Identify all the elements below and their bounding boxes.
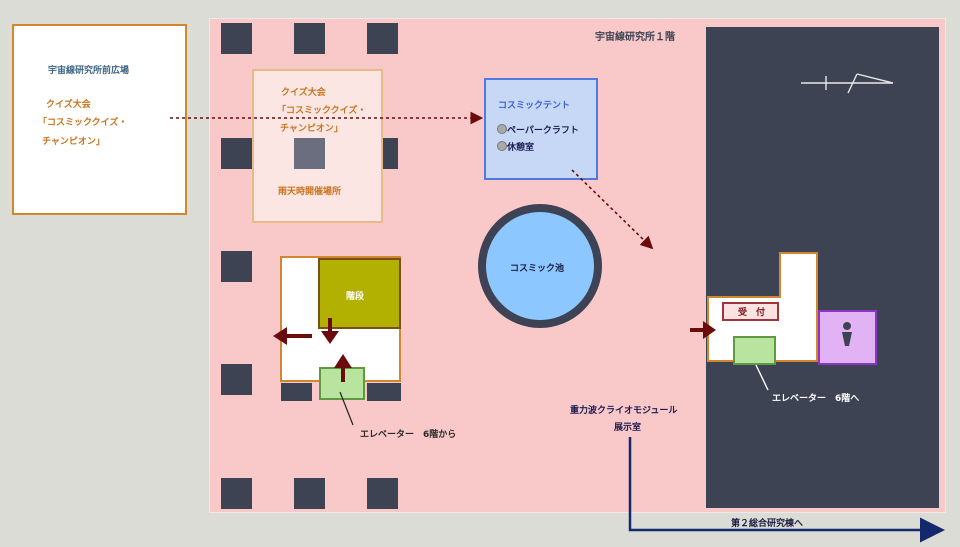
quiz-line3: チャンピオン」 bbox=[280, 124, 343, 134]
exhibit-line1: 重力波クライオモジュール bbox=[570, 406, 678, 416]
leader-line-right bbox=[755, 364, 769, 391]
bullet-icon bbox=[497, 141, 507, 151]
plaza-event-line1: クイズ大会 bbox=[46, 100, 91, 110]
pillar bbox=[367, 23, 398, 54]
arrow-down-icon bbox=[321, 318, 339, 344]
tent-item-rest: 休憩室 bbox=[507, 143, 535, 153]
pillar bbox=[367, 383, 401, 401]
pillar bbox=[221, 364, 252, 395]
pond-label: コスミック池 bbox=[510, 264, 565, 274]
leader-line-left bbox=[339, 391, 354, 426]
tent-item-papercraft: ペーパークラフト bbox=[507, 126, 579, 136]
restroom-icon bbox=[842, 322, 852, 346]
reception-desk bbox=[722, 302, 779, 321]
quiz-line2: 「コスミッククイズ・ bbox=[277, 106, 367, 116]
pillar bbox=[367, 478, 398, 509]
pillar bbox=[221, 23, 252, 54]
elevator-right bbox=[733, 336, 776, 365]
restricted-zone bbox=[706, 27, 939, 508]
elevator-right-label: エレベーター 6階へ bbox=[772, 394, 860, 404]
arrow-right-icon bbox=[690, 321, 716, 339]
floor-label: 宇宙線研究所１階 bbox=[595, 32, 675, 43]
exit-label: 第２総合研究棟へ bbox=[731, 519, 804, 529]
rain-venue-note: 雨天時開催場所 bbox=[278, 187, 342, 197]
path-tent-to-floor bbox=[571, 169, 654, 250]
pillar bbox=[221, 138, 252, 169]
pillar bbox=[221, 478, 252, 509]
plaza-event-line3: チャンピオン」 bbox=[42, 137, 105, 147]
elevator-left-label: エレベーター 6階から bbox=[360, 430, 457, 440]
reception-label: 受 付 bbox=[738, 308, 766, 318]
stairs-label: 階段 bbox=[346, 292, 365, 302]
tower-floor bbox=[781, 254, 816, 314]
bullet-icon bbox=[497, 124, 507, 134]
arrow-up-icon bbox=[334, 354, 352, 382]
pillar bbox=[294, 138, 325, 169]
quiz-line1: クイズ大会 bbox=[281, 88, 326, 98]
pillar bbox=[294, 23, 325, 54]
pillar bbox=[294, 478, 325, 509]
north-mark-icon bbox=[801, 73, 894, 94]
exit-route-arrow bbox=[628, 437, 945, 543]
plaza-box bbox=[12, 24, 187, 215]
plaza-title: 宇宙線研究所前広場 bbox=[48, 66, 130, 76]
cosmic-pond bbox=[478, 204, 602, 328]
pillar bbox=[281, 383, 312, 401]
tent-title: コスミックテント bbox=[498, 101, 571, 111]
exhibit-line2: 展示室 bbox=[614, 423, 642, 433]
arrow-left-icon bbox=[273, 327, 312, 345]
pillar bbox=[221, 251, 252, 282]
plaza-event-line2: 「コスミッククイズ・ bbox=[38, 118, 128, 128]
stairs bbox=[318, 258, 401, 329]
